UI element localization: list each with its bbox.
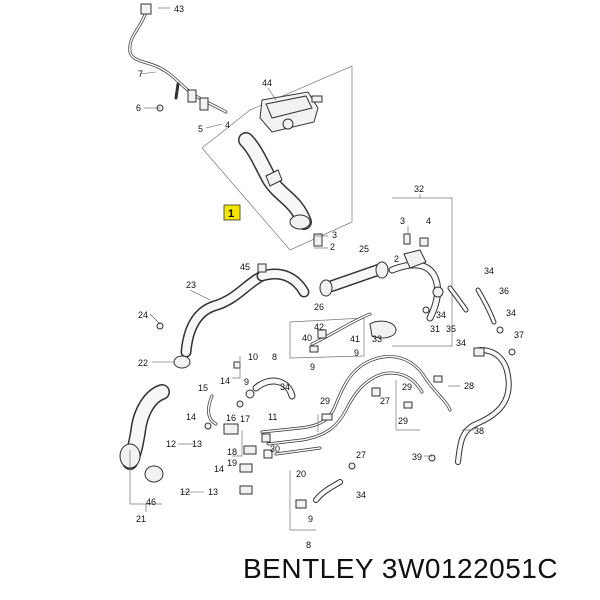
callout-18: 18	[227, 447, 237, 457]
callout-34: 34	[484, 266, 494, 276]
callout-4b: 4	[426, 216, 431, 226]
callout-8b: 8	[306, 540, 311, 550]
leader-lines	[139, 7, 474, 512]
callout-32: 32	[414, 184, 424, 194]
callout-9: 9	[310, 362, 315, 372]
hose-34-part	[428, 285, 516, 465]
fitting-19-part	[204, 422, 257, 495]
callout-34c: 34	[456, 338, 466, 348]
callout-28: 28	[464, 381, 474, 391]
gasket-33-part	[369, 320, 397, 339]
callout-26: 26	[314, 302, 324, 312]
callout-3: 3	[332, 230, 337, 240]
callout-21: 21	[136, 514, 146, 524]
fitting-15-part	[207, 394, 244, 435]
callout-5: 5	[198, 124, 203, 134]
callout-34e: 34	[280, 382, 290, 392]
callout-9d: 9	[308, 514, 313, 524]
callout-14: 14	[220, 376, 230, 386]
callout-7: 7	[138, 69, 143, 79]
callout-13b: 13	[208, 487, 218, 497]
callout-13: 13	[192, 439, 202, 449]
wiring-harness-part	[128, 3, 228, 114]
callout-31: 31	[430, 324, 440, 334]
main-coolant-hose-part	[238, 132, 323, 247]
callout-29b: 29	[398, 416, 408, 426]
callout-40: 40	[302, 333, 312, 343]
callout-41: 41	[350, 334, 360, 344]
hose-25-part	[319, 261, 389, 297]
callout-22: 22	[138, 358, 148, 368]
part-number-caption: BENTLEY 3W0122051C	[243, 553, 559, 584]
hose-8-part	[295, 462, 356, 509]
pipe-assembly-28-part	[260, 355, 452, 459]
callout-34b: 34	[436, 310, 446, 320]
callout-3b: 3	[400, 216, 405, 226]
callout-4: 4	[225, 120, 230, 130]
callout-12: 12	[166, 439, 176, 449]
callout-38: 38	[474, 426, 484, 436]
callout-35: 35	[446, 324, 456, 334]
callout-43: 43	[174, 4, 184, 14]
callout-2: 2	[330, 242, 335, 252]
callout-24: 24	[138, 310, 148, 320]
callout-16: 16	[226, 413, 236, 423]
callout-6: 6	[136, 103, 141, 113]
callout-11: 11	[268, 412, 277, 422]
callout-29c: 29	[320, 396, 330, 406]
callout-14c: 14	[214, 464, 224, 474]
callout-33: 33	[372, 334, 382, 344]
callout-25: 25	[359, 244, 369, 254]
callout-29: 29	[402, 382, 412, 392]
callout-23: 23	[186, 280, 196, 290]
callout-27b: 27	[356, 450, 366, 460]
callout-45: 45	[240, 262, 250, 272]
callout-46: 46	[146, 497, 156, 507]
hose-23-part	[156, 263, 310, 369]
pipe-41-part	[309, 312, 372, 353]
hose-21-part	[119, 384, 170, 483]
callout-42: 42	[314, 322, 324, 332]
callout-2b: 2	[394, 254, 399, 264]
callout-17: 17	[240, 414, 250, 424]
callout-37: 37	[514, 330, 524, 340]
callout-19: 19	[227, 458, 237, 468]
callout-39: 39	[412, 452, 422, 462]
callout-9c: 9	[244, 377, 249, 387]
callout-labels: 43 7 6 44 5 4 3 2 32 3 4 25 2 26 23 45 2…	[136, 4, 524, 550]
callout-30: 30	[270, 444, 280, 454]
highlight-label: 1	[228, 208, 234, 220]
callout-12b: 12	[180, 487, 190, 497]
callout-27: 27	[380, 396, 390, 406]
hose-10-part	[233, 361, 296, 400]
highlight-badge	[223, 204, 241, 221]
callout-8: 8	[272, 352, 277, 362]
callout-20: 20	[296, 469, 306, 479]
callout-9b: 9	[354, 348, 359, 358]
callout-44: 44	[262, 78, 272, 88]
callout-34d: 34	[506, 308, 516, 318]
callout-34f: 34	[356, 490, 366, 500]
callout-15: 15	[198, 383, 208, 393]
callout-14b: 14	[186, 412, 196, 422]
callout-36: 36	[499, 286, 509, 296]
heat-exchanger-part	[259, 91, 323, 133]
callout-10: 10	[248, 352, 258, 362]
coolant-flange-part	[388, 233, 444, 322]
